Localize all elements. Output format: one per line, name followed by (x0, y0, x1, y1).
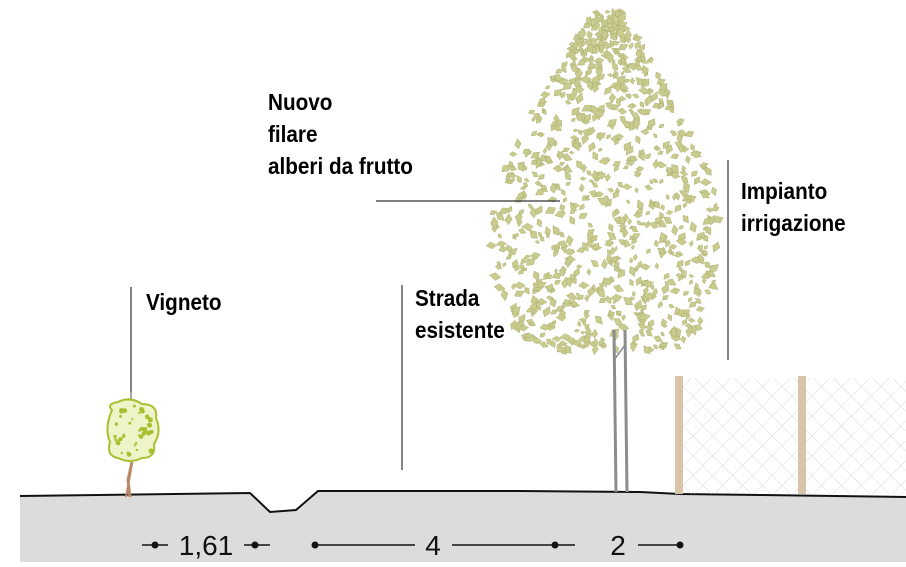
label-line: Nuovo (268, 89, 333, 115)
label-line: irrigazione (741, 210, 846, 236)
ground-line (19, 490, 906, 514)
tree-canopy (485, 8, 724, 356)
dimension-tick (251, 541, 259, 549)
dimension-label-2: 4 (425, 530, 441, 561)
label-line: Impianto (741, 178, 828, 204)
label-strada-esistente: Strada esistente (415, 282, 505, 346)
label-line: filare (268, 121, 318, 147)
dimension-tick (551, 541, 559, 549)
dimension-chain: 1,61 4 2 (142, 530, 684, 561)
label-line: alberi da frutto (268, 153, 413, 179)
dimension-tick (151, 541, 159, 549)
label-nuovo-filare: Nuovo filare alberi da frutto (268, 86, 413, 182)
dimension-label-3: 2 (610, 530, 626, 561)
label-line: Vigneto (146, 289, 222, 315)
tree-trunk (612, 329, 629, 493)
dimension-label-1: 1,61 (179, 530, 234, 561)
dimension-tick (676, 541, 684, 549)
fence (675, 376, 906, 494)
leader-lines (130, 160, 729, 470)
label-line: Strada (415, 285, 480, 311)
dimension-tick (311, 541, 319, 549)
label-line: esistente (415, 317, 505, 343)
ground-section (20, 491, 906, 562)
vine-plant (106, 392, 160, 498)
label-impianto-irrigazione: Impianto irrigazione (741, 175, 846, 239)
label-vigneto: Vigneto (146, 286, 222, 318)
